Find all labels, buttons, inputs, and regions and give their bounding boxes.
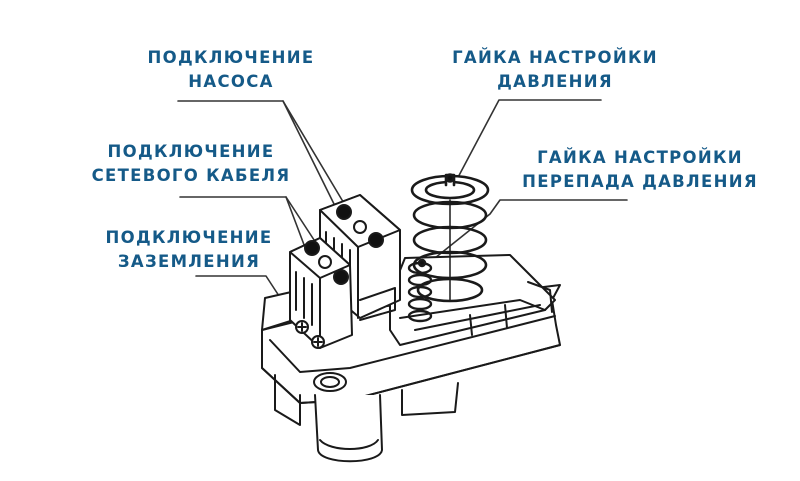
cable-terminal-screw-1	[304, 240, 320, 256]
pressure-spring	[410, 173, 490, 303]
label-ground-connection: ПОДКЛЮЧЕНИЕ ЗАЗЕМЛЕНИЯ	[92, 226, 286, 274]
pump-terminal-screw-2	[368, 232, 384, 248]
label-differential-nut: ГАЙКА НАСТРОЙКИ ПЕРЕПАДА ДАВЛЕНИЯ	[500, 146, 780, 194]
label-ground-line2: ЗАЗЕМЛЕНИЯ	[117, 252, 261, 271]
label-cable-connection: ПОДКЛЮЧЕНИЕ СЕТЕВОГО КАБЕЛЯ	[76, 140, 306, 188]
label-pump-connection: ПОДКЛЮЧЕНИЕ НАСОСА	[134, 46, 328, 94]
leader-pump-a	[177, 100, 346, 206]
label-differential-nut-line1: ГАЙКА НАСТРОЙКИ	[537, 148, 743, 167]
leader-pump-b	[282, 100, 337, 209]
label-cable-line2: СЕТЕВОГО КАБЕЛЯ	[91, 166, 291, 185]
differential-nut	[417, 258, 427, 268]
label-pressure-nut-line2: ДАВЛЕНИЯ	[497, 72, 613, 91]
terminal-block-cable	[289, 237, 396, 349]
label-pressure-nut: ГАЙКА НАСТРОЙКИ ДАВЛЕНИЯ	[436, 46, 674, 94]
leader-cable-b	[285, 196, 307, 251]
leader-cable-a	[179, 196, 319, 247]
leader-diff-nut	[429, 199, 628, 263]
label-cable-line1: ПОДКЛЮЧЕНИЕ	[107, 142, 275, 161]
pressure-nut	[445, 173, 455, 183]
mounting-hole	[313, 372, 347, 392]
label-ground-line1: ПОДКЛЮЧЕНИЕ	[105, 228, 273, 247]
label-pump-line1: ПОДКЛЮЧЕНИЕ	[147, 48, 315, 67]
ground-screws	[295, 320, 325, 349]
label-pressure-nut-line1: ГАЙКА НАСТРОЙКИ	[452, 48, 658, 67]
label-pump-line2: НАСОСА	[188, 72, 274, 91]
cable-terminal-screw-2	[333, 269, 349, 285]
leader-pressure-nut	[454, 99, 602, 184]
pump-terminal-screw-1	[336, 204, 352, 220]
label-differential-nut-line2: ПЕРЕПАДА ДАВЛЕНИЯ	[522, 172, 758, 191]
